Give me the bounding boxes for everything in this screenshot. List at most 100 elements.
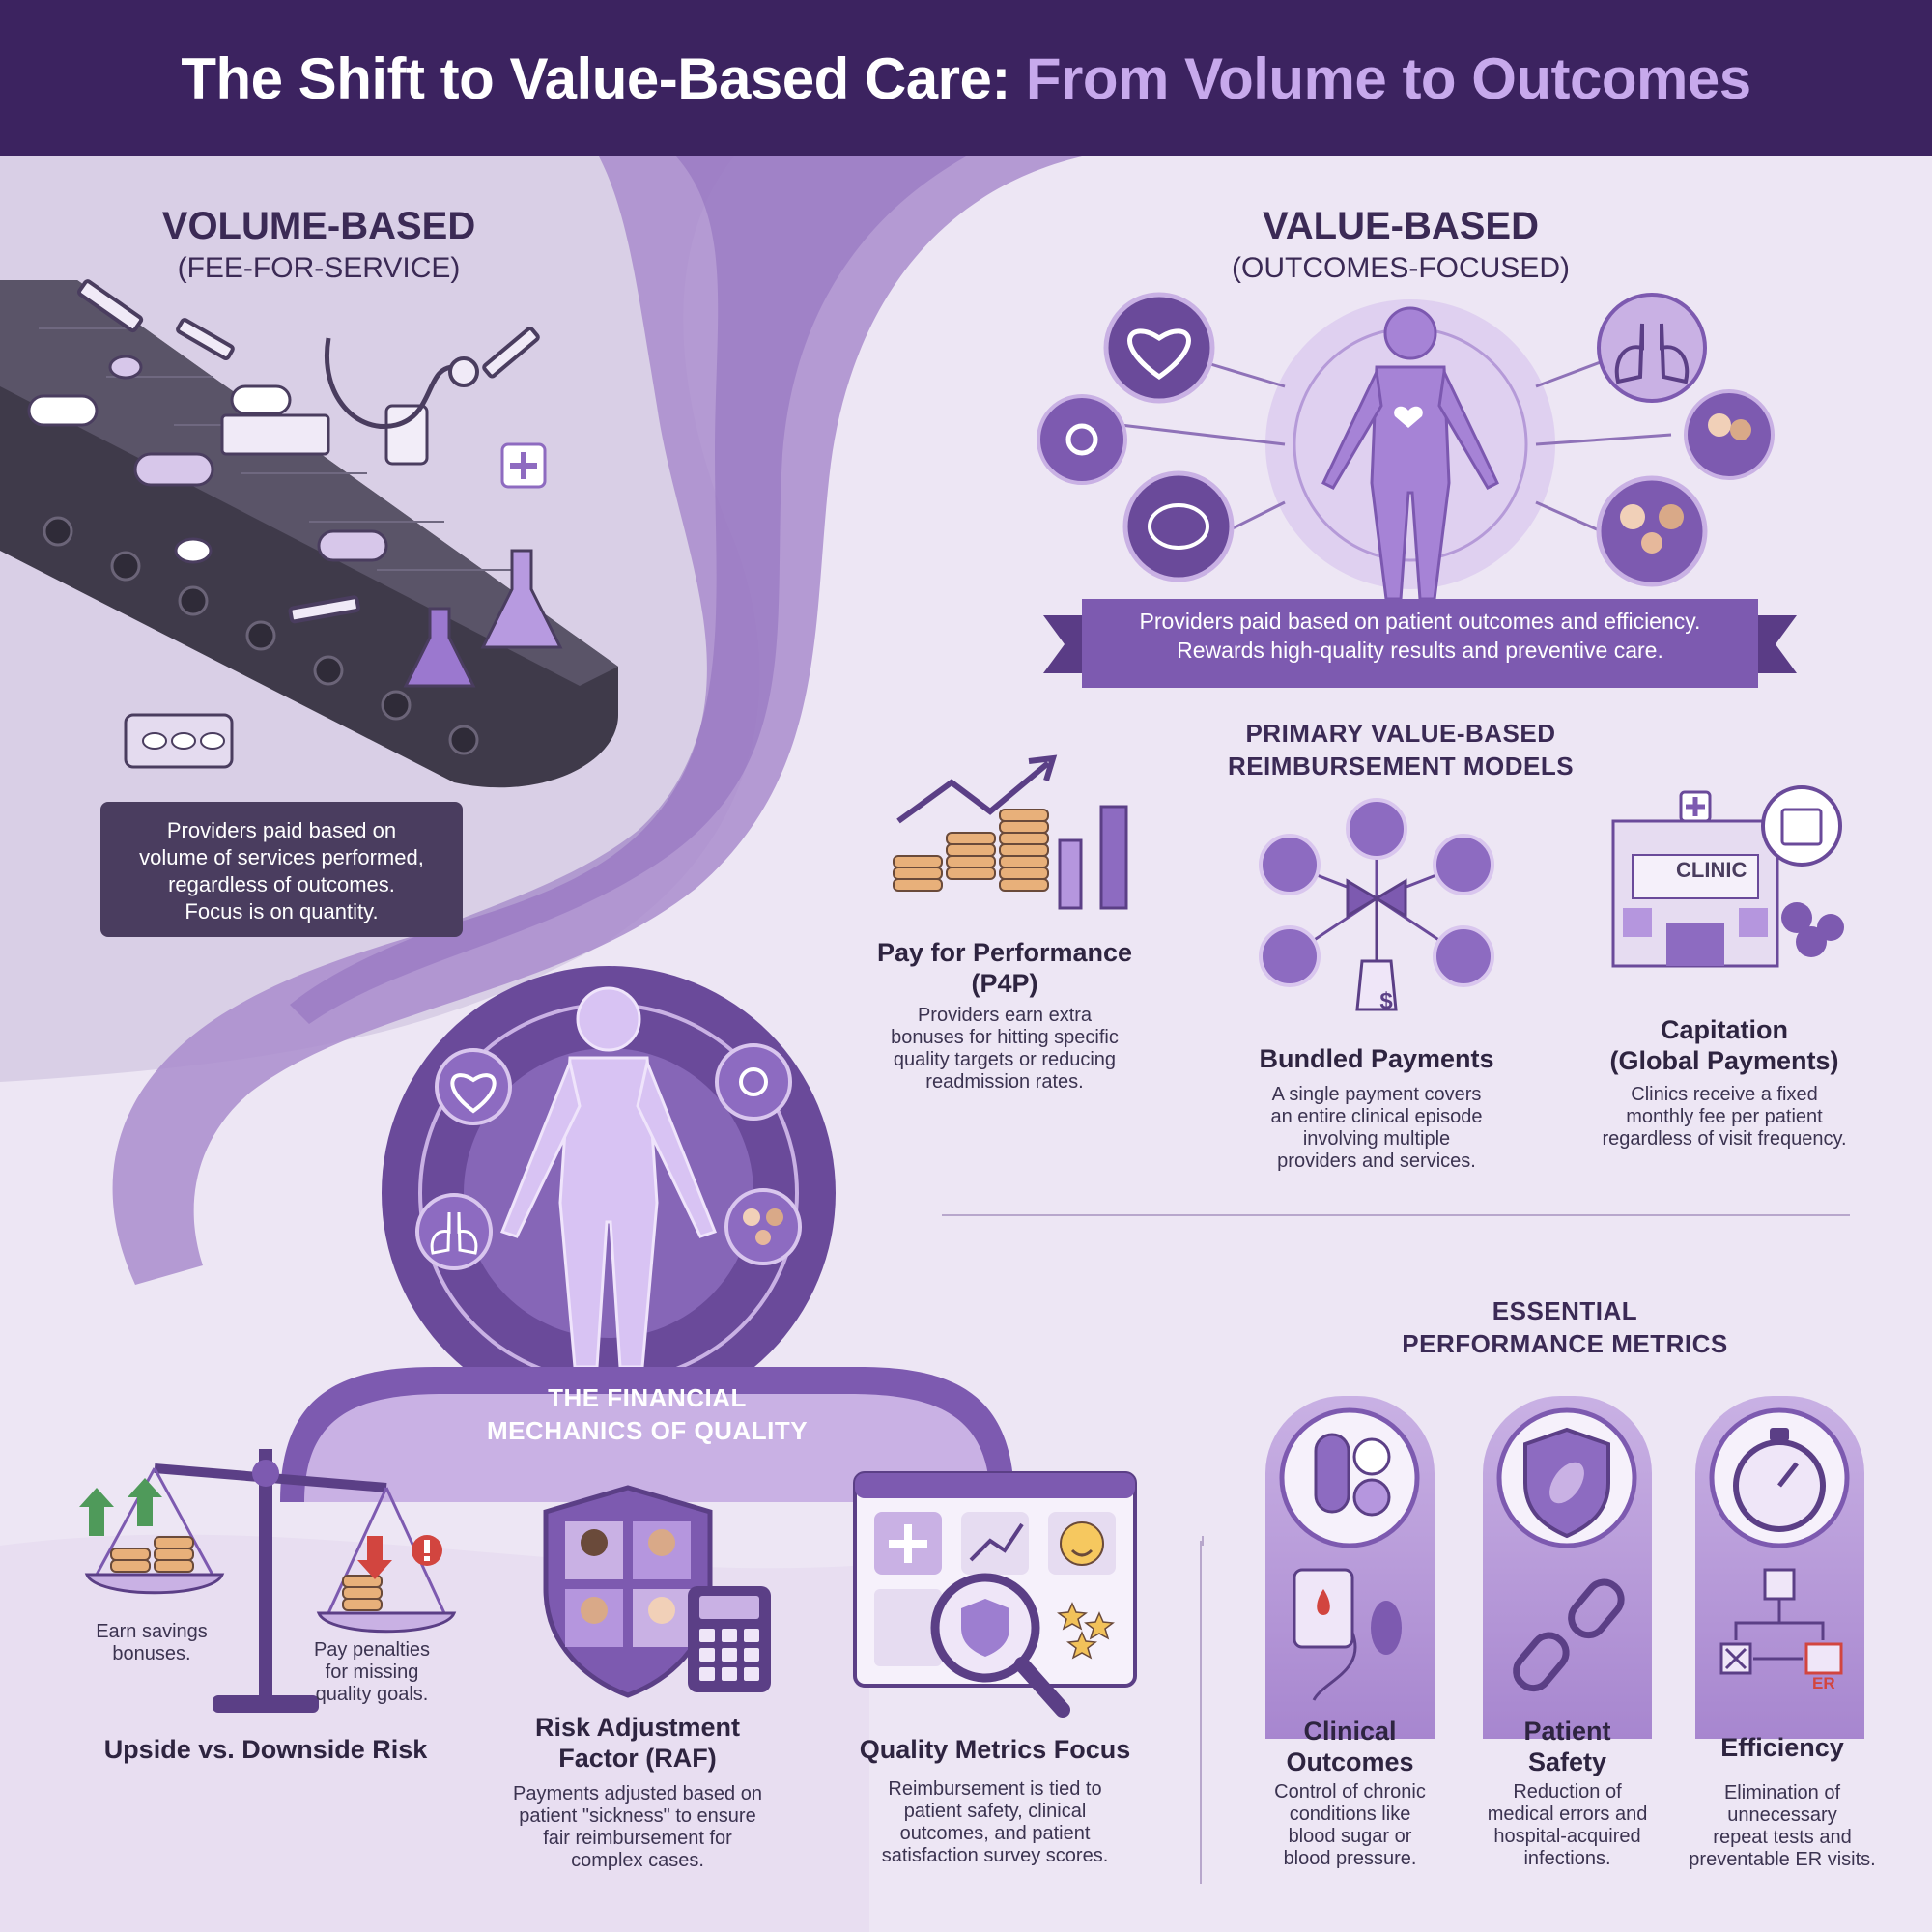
bundled-tag-symbol: $ xyxy=(1379,988,1393,1014)
models-heading-line: PRIMARY VALUE-BASED xyxy=(1245,719,1556,748)
model-capitation-title-line: Capitation xyxy=(1661,1015,1788,1044)
metric-clinical: Clinical Outcomes Control of chronic con… xyxy=(1246,1716,1454,1870)
value-ribbon-line: Rewards high-quality results and prevent… xyxy=(1177,638,1663,663)
central-figure-illustration xyxy=(382,966,836,1386)
metric-efficiency: Efficiency Elimination of unnecessary re… xyxy=(1671,1732,1893,1871)
downside-label-line: for missing xyxy=(325,1662,419,1683)
volume-callout-line: regardless of outcomes. xyxy=(168,872,395,896)
model-capitation-desc: Clinics receive a fixed monthly fee per … xyxy=(1565,1084,1884,1151)
family-small-icon xyxy=(724,1188,802,1265)
metric-safety-title-line: Safety xyxy=(1527,1747,1607,1776)
mechanics-quality-desc-line: patient safety, clinical xyxy=(903,1801,1087,1822)
calculator-icon xyxy=(688,1586,771,1692)
er-label: ER xyxy=(1812,1674,1835,1692)
value-ribbon-shape xyxy=(1043,599,1797,688)
gears-icon xyxy=(715,1043,792,1121)
value-ribbon-line: Providers paid based on patient outcomes… xyxy=(1139,609,1701,634)
lungs-small-icon xyxy=(415,1193,493,1270)
mechanics-heading: THE FINANCIAL MECHANICS OF QUALITY xyxy=(425,1381,869,1447)
clinic-sign: CLINIC xyxy=(1676,858,1747,882)
metric-safety-desc-line: Reduction of xyxy=(1513,1781,1622,1803)
metric-clinical-desc-line: blood pressure. xyxy=(1283,1848,1417,1869)
metric-clinical-desc: Control of chronic conditions like blood… xyxy=(1246,1781,1454,1870)
mechanics-banner-shape xyxy=(280,1367,1014,1502)
model-bundled-desc-line: providers and services. xyxy=(1277,1151,1476,1172)
metric-safety: Patient Safety Reduction of medical erro… xyxy=(1459,1716,1676,1870)
model-p4p-title-line: (P4P) xyxy=(971,969,1038,998)
metrics-heading-line: ESSENTIAL xyxy=(1492,1296,1638,1325)
model-bundled-desc: A single payment covers an entire clinic… xyxy=(1222,1084,1531,1173)
mechanics-raf-title: Risk Adjustment Factor (RAF) xyxy=(478,1712,797,1774)
volume-title: VOLUME-BASED xyxy=(161,205,476,247)
flow-diagram-icon xyxy=(1719,1568,1843,1675)
metrics-heading: ESSENTIAL PERFORMANCE METRICS xyxy=(1343,1294,1787,1360)
models-heading-line: REIMBURSEMENT MODELS xyxy=(1227,752,1575,781)
mechanics-heading-line: MECHANICS OF QUALITY xyxy=(486,1416,809,1445)
model-p4p-title: Pay for Performance (P4P) xyxy=(850,937,1159,999)
metric-clinical-desc-line: Control of chronic xyxy=(1274,1781,1426,1803)
model-capitation-desc-line: monthly fee per patient xyxy=(1626,1106,1823,1127)
model-p4p-desc: Providers earn extra bonuses for hitting… xyxy=(850,1005,1159,1094)
metric-safety-title-line: Patient xyxy=(1523,1717,1611,1746)
brain-icon xyxy=(1122,470,1235,582)
value-heading: VALUE-BASED (OUTCOMES-FOCUSED) xyxy=(1179,205,1623,285)
metric-efficiency-desc-line: repeat tests and xyxy=(1713,1827,1852,1848)
value-ribbon: Providers paid based on patient outcomes… xyxy=(1082,607,1758,665)
volume-callout: Providers paid based on volume of servic… xyxy=(100,802,463,937)
metric-clinical-desc-line: conditions like xyxy=(1289,1804,1411,1825)
stopwatch-icon xyxy=(1733,1428,1826,1532)
mechanics-raf-desc-line: Payments adjusted based on xyxy=(513,1783,762,1804)
gear-icon xyxy=(1037,394,1127,485)
metric-efficiency-desc-line: preventable ER visits. xyxy=(1689,1849,1876,1870)
model-bundled-desc-line: involving multiple xyxy=(1302,1128,1451,1150)
model-p4p-desc-line: Providers earn extra xyxy=(917,1005,1093,1026)
metric-clinical-title: Clinical Outcomes xyxy=(1246,1716,1454,1777)
heart-icon xyxy=(1103,292,1215,404)
metric-clinical-desc-line: blood sugar or xyxy=(1288,1826,1412,1847)
broken-chain-icon xyxy=(1513,1578,1625,1692)
mechanics-heading-line: THE FINANCIAL xyxy=(548,1383,747,1412)
mechanics-quality-desc: Reimbursement is tied to patient safety,… xyxy=(831,1778,1159,1867)
upside-label: Earn savings bonuses. xyxy=(96,1621,208,1664)
model-p4p-title-line: Pay for Performance xyxy=(876,938,1133,967)
model-capitation-desc-line: regardless of visit frequency. xyxy=(1602,1128,1847,1150)
model-capitation-desc-line: Clinics receive a fixed xyxy=(1631,1084,1818,1105)
mechanics-risk-title: Upside vs. Downside Risk xyxy=(103,1735,428,1764)
mechanics-quality-desc-line: satisfaction survey scores. xyxy=(881,1845,1109,1866)
mechanics-quality-desc-line: Reimbursement is tied to xyxy=(888,1778,1102,1800)
model-p4p: Pay for Performance (P4P) Providers earn… xyxy=(850,937,1159,1094)
metric-safety-desc-line: infections. xyxy=(1523,1848,1611,1869)
metrics-heading-line: PERFORMANCE METRICS xyxy=(1402,1329,1728,1358)
downside-label-line: Pay penalties xyxy=(313,1639,431,1661)
page-header: The Shift to Value-Based Care: From Volu… xyxy=(0,0,1932,156)
group-icon xyxy=(1596,475,1708,587)
shield-bacteria-icon xyxy=(1523,1427,1610,1539)
volume-heading: VOLUME-BASED (FEE-FOR-SERVICE) xyxy=(106,205,531,285)
pills-icon xyxy=(1314,1433,1391,1517)
metric-safety-desc-line: medical errors and xyxy=(1487,1804,1648,1825)
family-icon xyxy=(1684,389,1775,480)
value-title: VALUE-BASED xyxy=(1263,205,1539,247)
mechanics-quality-title: Quality Metrics Focus xyxy=(859,1735,1131,1764)
volume-callout-line: volume of services performed, xyxy=(139,845,424,869)
mechanics-raf-title-line: Factor (RAF) xyxy=(558,1744,717,1773)
mechanics-raf-desc-line: patient "sickness" to ensure xyxy=(519,1805,756,1827)
page-title: The Shift to Value-Based Care: xyxy=(181,45,1010,111)
lungs-icon xyxy=(1597,293,1707,403)
model-capitation-title-line: (Global Payments) xyxy=(1609,1046,1839,1075)
mechanics-raf-title-line: Risk Adjustment xyxy=(534,1713,741,1742)
model-bundled-desc-line: an entire clinical episode xyxy=(1270,1106,1483,1127)
page-title-accent: From Volume to Outcomes xyxy=(1025,45,1751,111)
model-bundled: Bundled Payments A single payment covers… xyxy=(1222,1043,1531,1173)
downside-label: Pay penalties for missing quality goals. xyxy=(299,1639,444,1706)
bundled-payments-icon xyxy=(1259,798,1494,1011)
model-bundled-title: Bundled Payments xyxy=(1259,1044,1494,1073)
value-body-illustration xyxy=(1037,292,1775,601)
model-p4p-desc-line: bonuses for hitting specific xyxy=(891,1027,1119,1048)
downside-label-line: quality goals. xyxy=(315,1684,429,1705)
mechanics-raf: Risk Adjustment Factor (RAF) Payments ad… xyxy=(478,1712,797,1872)
model-capitation: Capitation (Global Payments) Clinics rec… xyxy=(1565,1014,1884,1151)
metric-efficiency-desc-line: Elimination of xyxy=(1723,1782,1841,1804)
volume-subtitle: (FEE-FOR-SERVICE) xyxy=(177,252,461,284)
model-p4p-desc-line: readmission rates. xyxy=(925,1071,1084,1093)
